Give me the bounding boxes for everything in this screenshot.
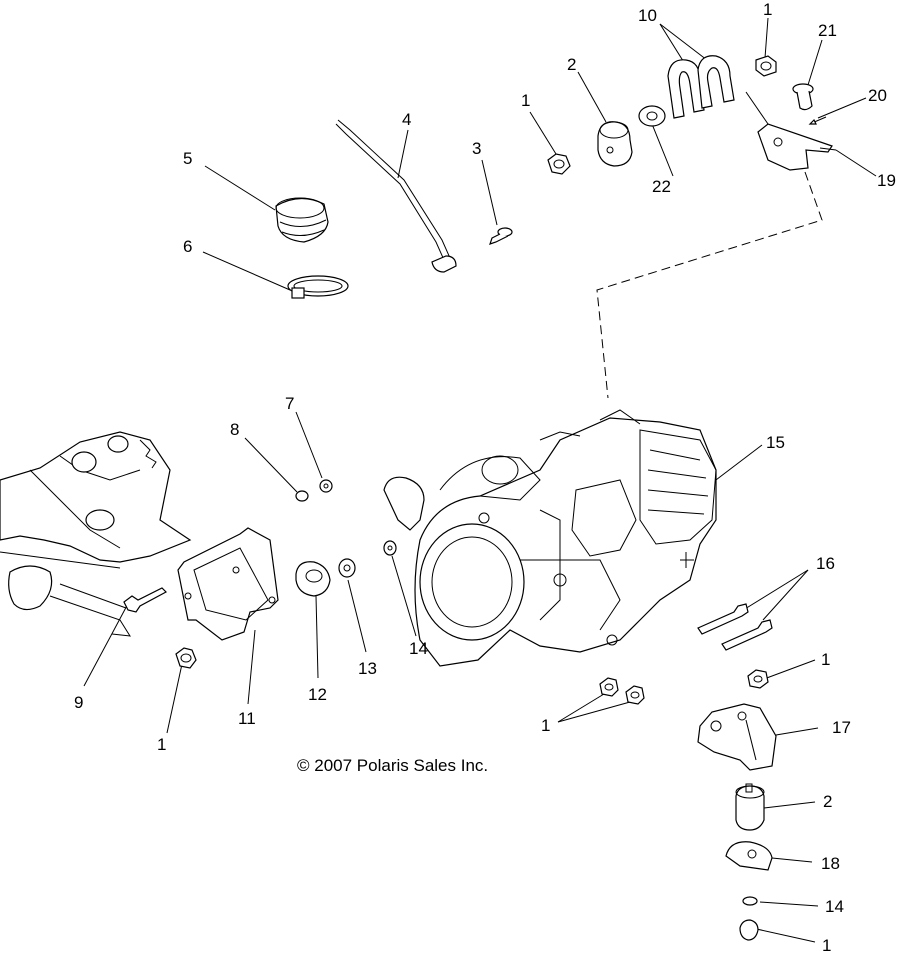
- callout-label: 15: [766, 433, 785, 452]
- clip-part-10: [667, 55, 735, 119]
- callout-label: 14: [825, 897, 844, 916]
- callout-label: 8: [230, 420, 239, 439]
- nut-part-7: [319, 479, 333, 493]
- copyright-text: © 2007 Polaris Sales Inc.: [297, 756, 488, 775]
- callout-label: 7: [285, 394, 294, 413]
- washer-part-14-mid: [383, 540, 397, 556]
- nut-part-1-bottom: [739, 919, 759, 941]
- callout-label: 21: [818, 21, 837, 40]
- washer-part-14-lower: [742, 896, 758, 906]
- assembly-dash-line: [596, 171, 823, 399]
- nut-part-1-upper: [547, 153, 571, 175]
- bolts-part-16: [697, 603, 773, 651]
- callout-labels: 1 21 10 20 2 1 19 22 4 3 5 6 7 8 15 16 9…: [74, 0, 896, 954]
- boot-part-5: [275, 197, 329, 243]
- bolt-part-9: [123, 587, 167, 613]
- washer-part-8: [295, 490, 309, 502]
- callout-label: 2: [567, 55, 576, 74]
- callout-label: 17: [832, 718, 851, 737]
- callout-label: 14: [409, 639, 428, 658]
- callout-label: 4: [402, 110, 411, 129]
- callout-label: 3: [472, 139, 481, 158]
- bracket-part-17: [697, 703, 777, 771]
- callout-label: 1: [521, 91, 530, 110]
- leader-lines: [83, 17, 877, 943]
- callout-label: 22: [652, 177, 671, 196]
- mount-bracket-part-11: [177, 527, 279, 641]
- plate-part-18: [725, 841, 773, 871]
- callout-label: 9: [74, 693, 83, 712]
- rubber-mount-part-2-lower: [735, 783, 765, 831]
- callout-label: 12: [308, 685, 327, 704]
- nut-part-1-right: [747, 669, 769, 689]
- callout-label: 16: [816, 554, 835, 573]
- washer-part-13: [338, 558, 356, 578]
- sleeve-part-21: [792, 83, 814, 111]
- callout-label: 11: [238, 709, 256, 728]
- bracket-part-19: [757, 123, 837, 171]
- bolt-part-3: [489, 227, 513, 245]
- callout-label: 5: [183, 149, 192, 168]
- rod-part-4: [335, 119, 457, 273]
- callout-label: 1: [541, 716, 550, 735]
- bushing-part-12: [295, 561, 331, 597]
- nut-part-1-top: [755, 55, 777, 77]
- callout-label: 1: [157, 735, 166, 754]
- callout-label: 6: [183, 237, 192, 256]
- pin-part-20: [808, 116, 827, 125]
- callout-label: 19: [877, 171, 896, 190]
- rubber-mount-part-2-top: [597, 121, 633, 167]
- washer-part-22: [638, 105, 666, 127]
- callout-label: 10: [638, 6, 657, 25]
- callout-label: 18: [821, 854, 840, 873]
- callout-label: 2: [823, 792, 832, 811]
- callout-label: 13: [358, 659, 377, 678]
- callout-label: 20: [868, 86, 887, 105]
- callout-label: 1: [763, 0, 772, 19]
- engine-part-15: [383, 409, 717, 667]
- callout-label: 1: [822, 936, 831, 954]
- callout-label: 1: [821, 650, 830, 669]
- nut-part-1-center-b: [625, 685, 645, 705]
- nut-part-1-center-a: [599, 677, 619, 697]
- clamp-part-6: [287, 275, 349, 299]
- transmission-frame-left: [0, 431, 192, 637]
- nut-part-1-lower-left: [175, 647, 197, 669]
